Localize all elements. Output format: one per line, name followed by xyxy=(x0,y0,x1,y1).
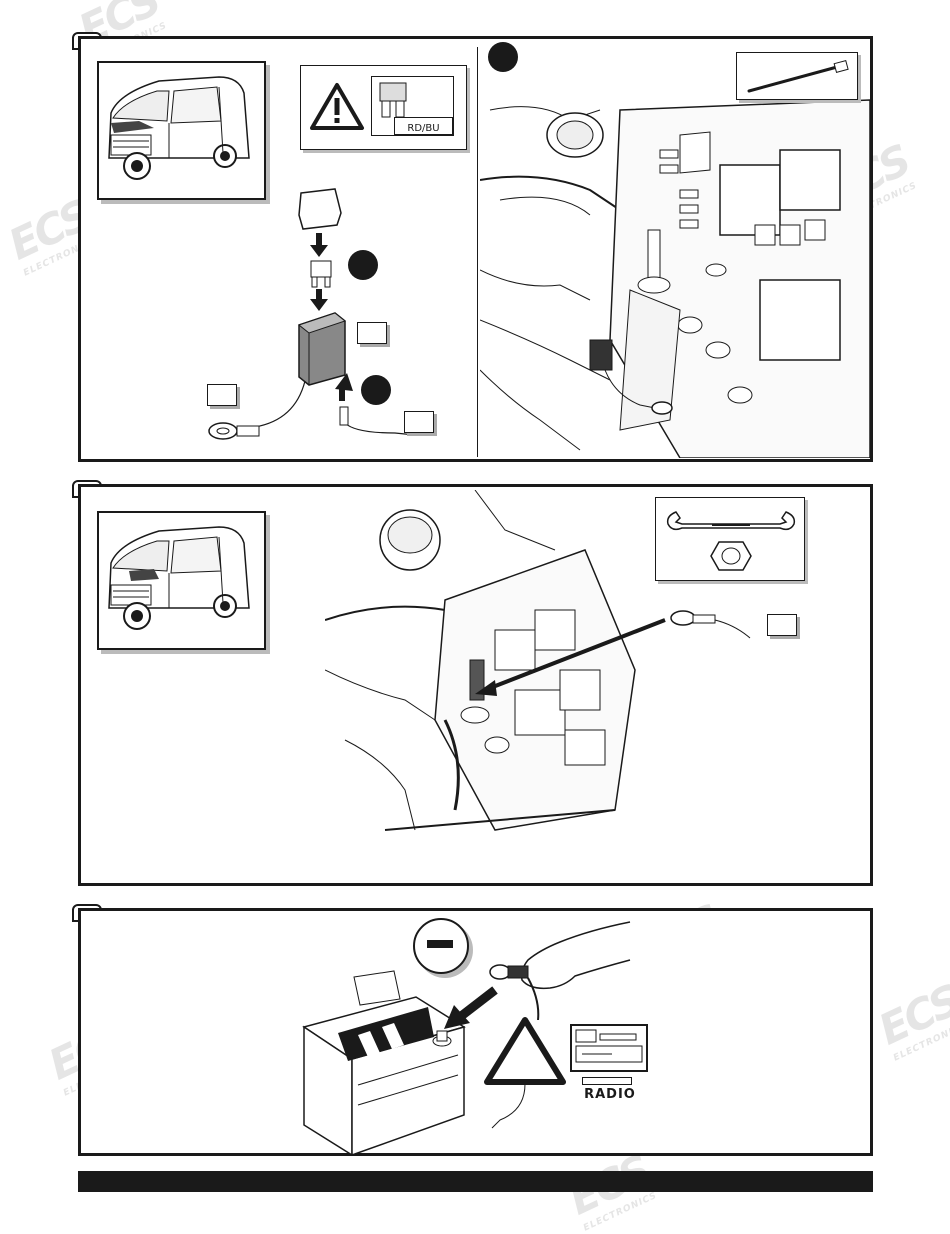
part-label-box xyxy=(767,614,797,636)
step-marker xyxy=(348,250,378,280)
part-label-box xyxy=(404,411,434,433)
engine-bay-illustration xyxy=(325,490,765,850)
fuse-color-label: RD/BU xyxy=(407,123,439,134)
step-marker xyxy=(488,42,518,72)
radio-label-box xyxy=(582,1077,632,1085)
connector-line xyxy=(490,1080,530,1130)
radio-display xyxy=(572,1026,646,1070)
panel-divider xyxy=(477,47,478,457)
warning-triangle-icon xyxy=(483,1016,567,1086)
van-icon xyxy=(99,513,264,648)
hand-illustration xyxy=(480,920,650,1020)
fuse-box-detail xyxy=(480,40,870,458)
footer-bar xyxy=(78,1171,873,1192)
engine-bay-illustration xyxy=(480,40,870,458)
minus-symbol xyxy=(427,940,453,948)
van-icon xyxy=(99,63,264,198)
step-marker xyxy=(361,375,391,405)
cable-tie-box xyxy=(736,52,858,100)
fuse-color-label-box: RD/BU xyxy=(394,117,453,135)
warning-triangle-icon xyxy=(309,82,365,132)
radio-label: RADIO xyxy=(580,1087,640,1102)
cable-tie-icon xyxy=(745,59,851,95)
fuse-info-box: RD/BU xyxy=(300,65,467,150)
fuse-color-box: RD/BU xyxy=(371,76,454,136)
part-label-box xyxy=(207,384,237,406)
fuse-icon xyxy=(378,81,408,121)
van-thumbnail xyxy=(97,61,266,200)
radio-icon xyxy=(570,1024,648,1072)
part-label-box xyxy=(357,322,387,344)
van-thumbnail xyxy=(97,511,266,650)
